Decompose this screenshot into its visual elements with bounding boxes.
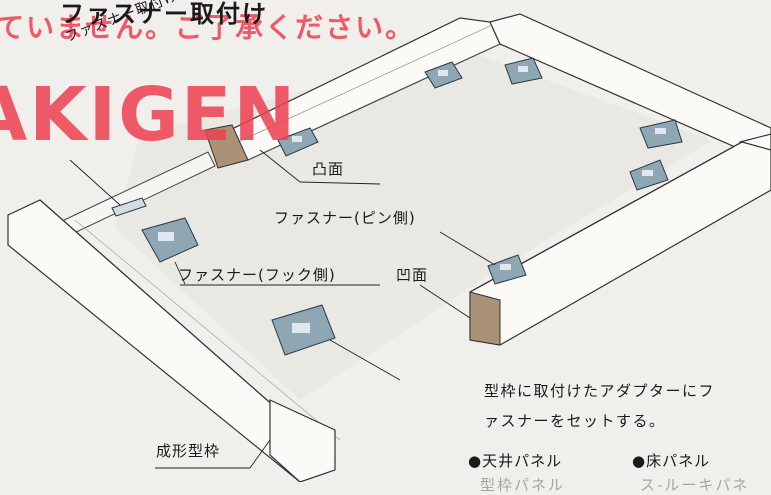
fastener-clip-hook-side-upper bbox=[141, 217, 199, 263]
fastener-clip-hook-side-lower bbox=[271, 304, 336, 356]
page-title: ファスナー取付け bbox=[60, 0, 268, 28]
bullet-cutoff-right: ス-ルーキパネ bbox=[640, 476, 750, 494]
fastener-clip-pin-side bbox=[487, 254, 527, 285]
fastener-clip-back-right bbox=[504, 57, 543, 85]
label-convex: 凸面 bbox=[312, 160, 345, 178]
leader-lines bbox=[69, 149, 496, 469]
adapter-plate bbox=[111, 197, 147, 217]
bullet-ceiling-panel: ●天井パネル bbox=[468, 452, 563, 470]
note-line-2: ァスナーをセットする。 bbox=[484, 412, 666, 430]
label-fastener-hook: ファスナー(フック側) bbox=[178, 266, 336, 284]
bullet-cutoff-left: 型枠パネル bbox=[480, 476, 566, 494]
note-line-1: 型枠に取付けたアダプターにフ bbox=[484, 382, 716, 400]
label-form-frame: 成形型枠 bbox=[156, 442, 221, 460]
label-fastener-pin: ファスナー(ピン側) bbox=[274, 209, 416, 227]
fastener-clip-back-left bbox=[277, 127, 319, 157]
fastener-clip-back-mid bbox=[424, 61, 463, 89]
instruction-note: 型枠に取付けたアダプターにフ ァスナーをセットする。 bbox=[484, 376, 715, 436]
fastener-clip-right-upper bbox=[639, 119, 683, 149]
watermark-line-1: ていません。ご了承ください。 bbox=[0, 11, 416, 44]
frame-diagram bbox=[7, 13, 771, 482]
fastener-clip-right-lower bbox=[629, 159, 669, 191]
watermark-logo-text: AKIGEN bbox=[0, 72, 298, 158]
right-rail bbox=[489, 13, 771, 151]
label-concave: 凹面 bbox=[396, 266, 429, 284]
bullet-floor-panel: ●床パネル bbox=[632, 452, 711, 470]
